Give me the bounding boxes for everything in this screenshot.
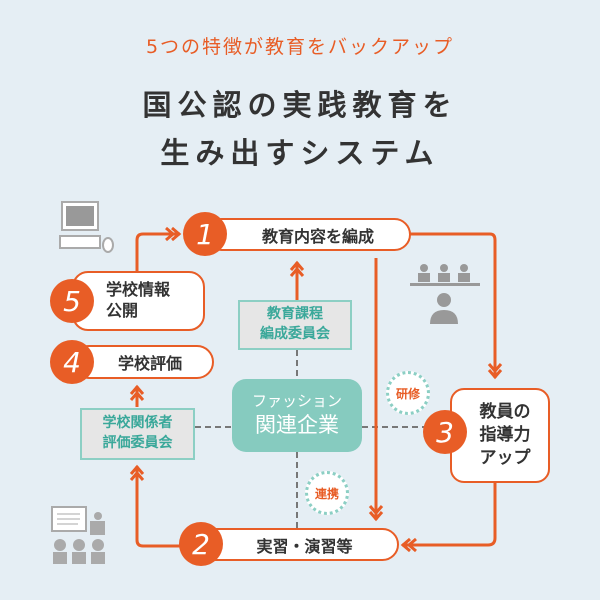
step-4-label: 学校評価 <box>117 354 182 373</box>
curriculum-committee-line-2: 編成委員会 <box>260 326 330 342</box>
step-4-number: 4 <box>50 340 94 384</box>
stakeholder-committee-line-2: 評価委員会 <box>102 435 173 451</box>
curriculum-committee: 教育課程編成委員会 <box>238 300 352 350</box>
title-line-1: 国公認の実践教育を <box>142 88 458 122</box>
training-badge: 研修 <box>386 371 430 415</box>
center-line-1: ファッション <box>251 392 342 411</box>
flow-arrows <box>129 226 503 553</box>
fashion-companies-center: ファッション関連企業 <box>232 379 362 452</box>
classroom-icon <box>51 506 105 564</box>
step-1-box: 教育内容を編成 <box>205 218 411 251</box>
step-5-label-line-1: 学校情報 <box>106 280 171 300</box>
step-3-label-line-2: 指導力 <box>479 425 531 446</box>
computer-icon <box>59 201 114 253</box>
step-3-label-line-3: アップ <box>479 447 531 468</box>
step-2-label: 実習・演習等 <box>256 536 353 556</box>
center-line-2: 関連企業 <box>255 412 339 437</box>
step-2-number: 2 <box>179 522 223 566</box>
meeting-people-icon <box>410 264 480 324</box>
step-5-number: 5 <box>50 279 94 323</box>
step-3-number: 3 <box>423 410 467 454</box>
step-2-box: 実習・演習等 <box>190 528 399 561</box>
cooperation-badge: 連携 <box>305 471 349 515</box>
step-1-number: 1 <box>183 212 227 256</box>
step-4-box: 学校評価 <box>72 345 214 379</box>
stakeholder-committee-line-1: 学校関係者 <box>102 415 173 432</box>
curriculum-committee-line-1: 教育課程 <box>267 306 323 323</box>
step-5-label-line-2: 公開 <box>106 301 139 320</box>
step-5-box: 学校情報公開 <box>72 271 205 331</box>
stakeholder-committee: 学校関係者評価委員会 <box>80 408 195 460</box>
subtitle: 5つの特徴が教育をバックアップ <box>145 36 455 58</box>
step-1-label: 教育内容を編成 <box>261 226 374 246</box>
step-3-label-line-1: 教員の <box>479 402 531 423</box>
title-line-2: 生み出すシステム <box>160 136 440 170</box>
